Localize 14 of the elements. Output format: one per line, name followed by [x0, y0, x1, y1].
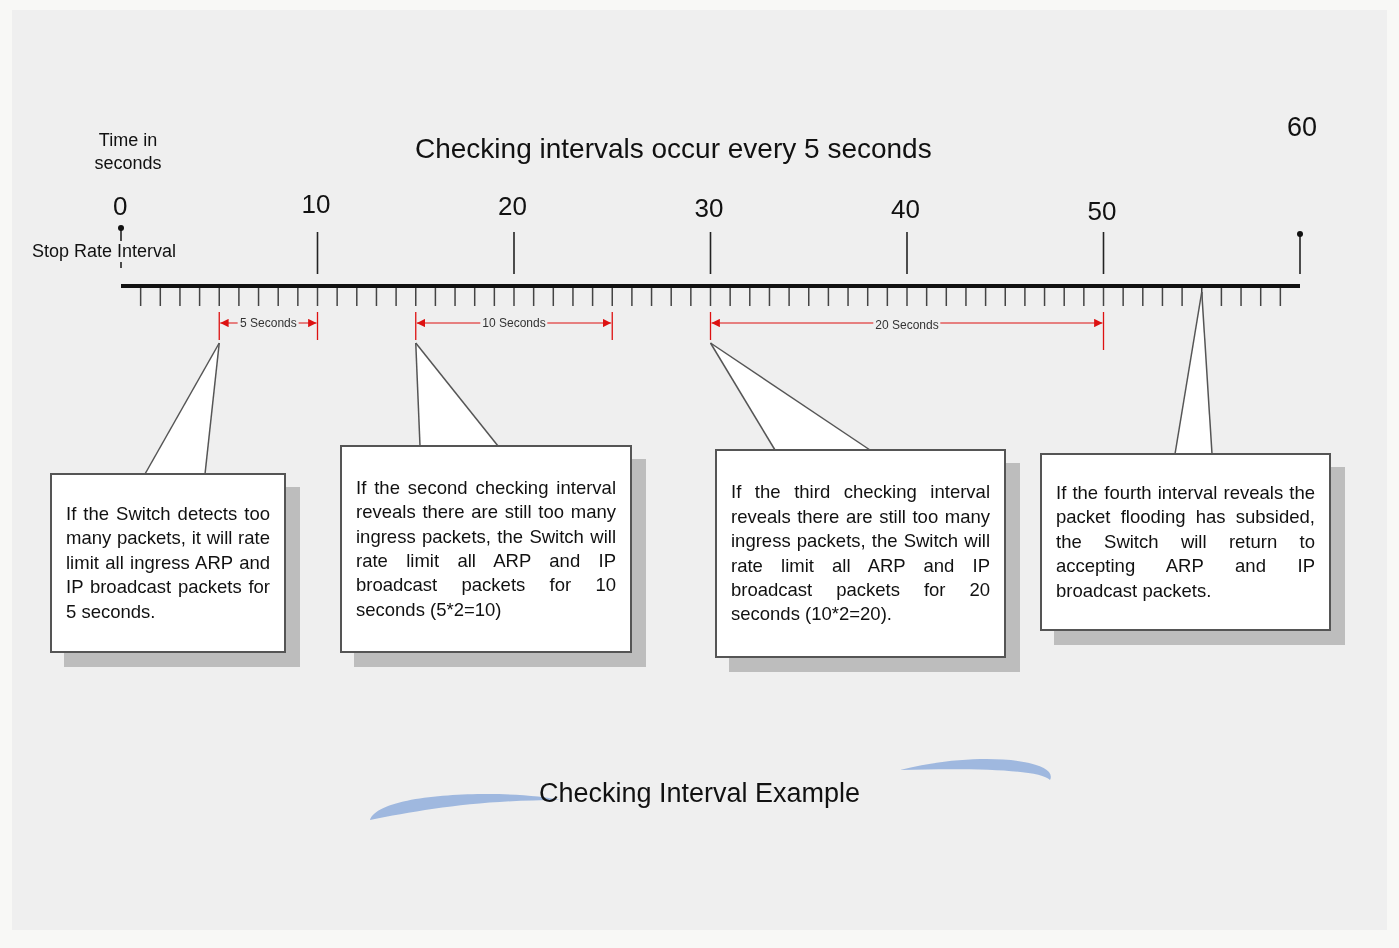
tick-label: 20 [498, 191, 527, 222]
dimension-label: 5 Seconds [238, 316, 299, 330]
heading: Checking intervals occur every 5 seconds [415, 133, 932, 165]
axis-title: Time in seconds [93, 129, 163, 175]
tick-label: 10 [301, 189, 331, 220]
caption: Checking Interval Example [538, 778, 861, 809]
axis-label: Stop Rate Interval [32, 241, 177, 262]
tick-label: 50 [1087, 196, 1117, 227]
tick-label: 60 [1287, 112, 1318, 143]
dimension-label: 20 Seconds [873, 318, 941, 332]
tick-label: 0 [113, 191, 128, 222]
tick-label: 30 [694, 193, 724, 224]
dimension-label: 10 Seconds [480, 316, 548, 330]
tick-label: 40 [891, 194, 920, 225]
